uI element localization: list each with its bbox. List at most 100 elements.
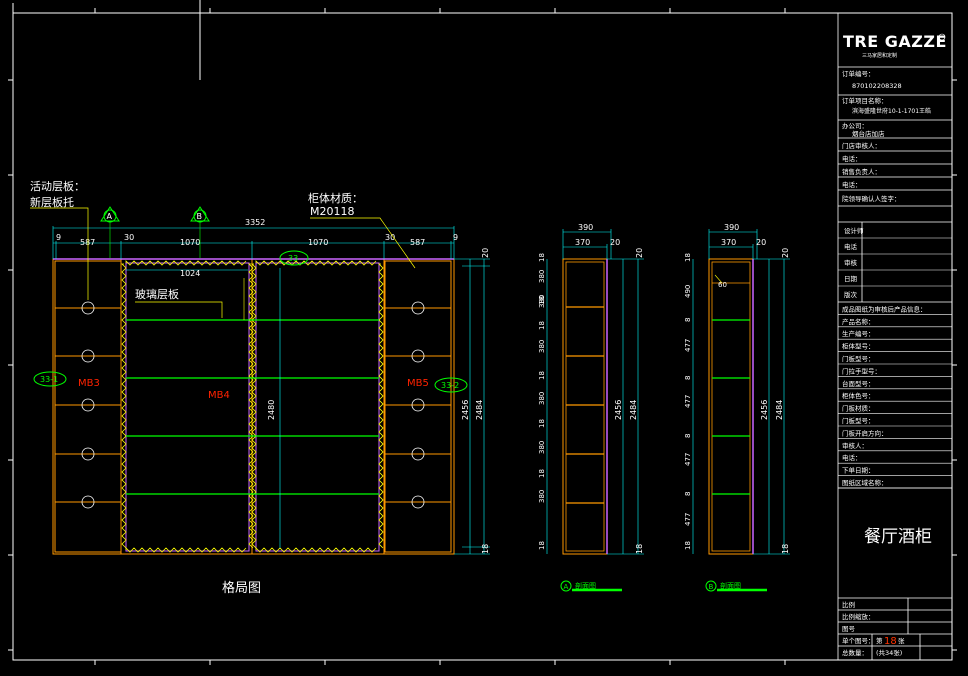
tb-info-row-label: 生产编号： <box>842 329 875 338</box>
tb-info-row-label: 下单日期： <box>842 466 875 475</box>
shelf-hole-icon <box>411 447 425 461</box>
tb-info-row-label: 产品名称： <box>842 317 875 326</box>
project-name-value: 滨海盛隆世府10-1-1701王皓 <box>852 107 931 115</box>
footer-scale: 比例 <box>842 600 855 609</box>
tb-info-row-label: 门板材质： <box>842 404 875 413</box>
tb-info-row-label: 门拉手型号： <box>842 366 881 375</box>
sec-b-caption: B 剖面图 <box>705 580 767 592</box>
sec-a-height-1: 2456 <box>614 400 623 420</box>
section-marker-a-label: A <box>107 212 113 221</box>
tb-info-row-label: 门板型号： <box>842 354 875 363</box>
sec-a-left-dim: 18 <box>538 419 546 428</box>
tb-info-row-label: 柜体型号： <box>842 342 875 351</box>
bubble-33-1-label: 33-1 <box>40 375 58 384</box>
glass-edge-zigzag-line <box>248 263 254 549</box>
bubble-33-label: 33 <box>288 254 298 263</box>
sec-b-left-dim: 477 <box>684 395 692 408</box>
left-note-line2: 新层板托 <box>30 195 74 209</box>
bubble-33-2[interactable]: 33-2 <box>434 377 468 393</box>
sec-a-left-dim: 380 <box>538 295 546 308</box>
inner-width-dim: 1024 <box>180 269 200 278</box>
tb-info-row-label: 图纸区域名称： <box>842 478 888 487</box>
project-name-label: 订单项目名称： <box>842 96 888 105</box>
sec-b-left-dim: 18 <box>684 253 692 262</box>
sec-a-left-dim: 380 <box>538 490 546 503</box>
material-note-title: 柜体材质： <box>308 191 363 205</box>
tb-design-row-label: 审核 <box>844 258 858 267</box>
footer-drawing-no: 图号 <box>842 625 856 633</box>
sec-a-caption-marker: A <box>564 583 569 591</box>
drawing-frame <box>8 0 957 665</box>
glass-edge-zigzag-line <box>121 263 127 549</box>
sec-b-width-2: 370 <box>721 238 736 247</box>
dim-top-7: 587 <box>410 238 425 247</box>
top-small-dim: 20 <box>481 248 490 258</box>
sec-b-height-2: 2484 <box>775 400 784 420</box>
sec-a-left-dim: 380 <box>538 441 546 454</box>
sec-b-left-dim: 8 <box>684 318 692 322</box>
sec-a-left-dim: 18 <box>538 541 546 550</box>
glass-edge-zigzag-line <box>255 260 377 266</box>
sec-b-left-dim: 18 <box>684 541 692 550</box>
glass-edge-zigzag-line <box>255 547 377 553</box>
bottom-small-dim: 18 <box>481 544 490 554</box>
shop-name: 烟台店加店 <box>852 129 885 138</box>
sec-a-width-3: 20 <box>610 238 620 247</box>
footer-scale-zoom: 比例缩放： <box>842 612 875 621</box>
bubble-33[interactable]: 33 <box>279 250 309 266</box>
dim-top-6: 30 <box>385 233 395 242</box>
sec-b-caption-text: 剖面图 <box>720 581 741 590</box>
shelf-hole-icon <box>411 301 425 315</box>
front-view: 3352 9 587 30 1070 1070 30 587 9 1024 24… <box>30 179 490 596</box>
section-marker-b-label: B <box>197 212 203 221</box>
glass-shelf-note: 玻璃层板 <box>135 287 179 301</box>
page-prefix: 第 <box>876 636 883 645</box>
glass-edge-zigzag-line <box>125 547 247 553</box>
tb-design-row-label: 版次 <box>844 290 858 299</box>
note-leaders <box>30 207 416 318</box>
dim-top-2: 587 <box>80 238 95 247</box>
sec-a-left-dim: 380 <box>538 340 546 353</box>
sec-a-left-dim: 18 <box>538 296 546 305</box>
tb-info-row-label: 柜体色号： <box>842 391 875 400</box>
sec-a-caption: A 剖面图 <box>560 580 622 592</box>
glass-edge-zigzag-line <box>251 263 257 549</box>
sec-a-left-dim: 18 <box>538 321 546 330</box>
sec-a-bottom-small: 18 <box>635 544 644 554</box>
side-shelf-holes <box>81 301 425 509</box>
tb-row-sales-lead: 销售负责人： <box>842 167 881 176</box>
height-dim-2: 2484 <box>475 400 484 420</box>
shelf-hole-icon <box>411 398 425 412</box>
section-marker-b[interactable]: B <box>190 206 210 258</box>
sec-b-left-dim: 490 <box>684 285 692 298</box>
tb-design-row-label: 设计师 <box>844 226 864 235</box>
shelf-hole-icon <box>411 495 425 509</box>
brand-subtitle: 三马家居和定制 <box>862 52 897 59</box>
frame-ticks <box>8 8 957 665</box>
sec-a-left-dim: 18 <box>538 469 546 478</box>
page-number: 18 <box>884 636 897 647</box>
module-tag-mb3: MB3 <box>78 378 100 389</box>
total-pages: (共34张) <box>876 648 902 657</box>
sec-a-width-1: 390 <box>578 223 593 232</box>
shelf-hole-icon <box>411 349 425 363</box>
shelf-hole-icon <box>81 495 95 509</box>
page-suffix: 张 <box>898 636 905 645</box>
total-label: 总数量： <box>842 648 868 657</box>
bubble-33-1[interactable]: 33-1 <box>33 371 67 387</box>
section-marker-a[interactable]: A <box>100 206 120 258</box>
sec-b-detail-dim: 60 <box>718 281 727 289</box>
glass-edge-zigzag-line <box>125 260 247 266</box>
tb-info-row-label: 成品图纸为审核后产品信息： <box>842 304 927 313</box>
dim-top-3: 30 <box>124 233 134 242</box>
tb-row-phone-2: 电话： <box>842 180 862 189</box>
front-view-caption: 格局图 <box>222 580 261 596</box>
tb-info-row-label: 审核人： <box>842 441 868 450</box>
left-note-line1: 活动层板： <box>30 179 85 193</box>
sec-a-height-2: 2484 <box>629 400 638 420</box>
sec-b-top-small: 20 <box>781 248 790 258</box>
sec-b-left-dim: 8 <box>684 492 692 496</box>
registered-mark-icon <box>938 33 946 41</box>
